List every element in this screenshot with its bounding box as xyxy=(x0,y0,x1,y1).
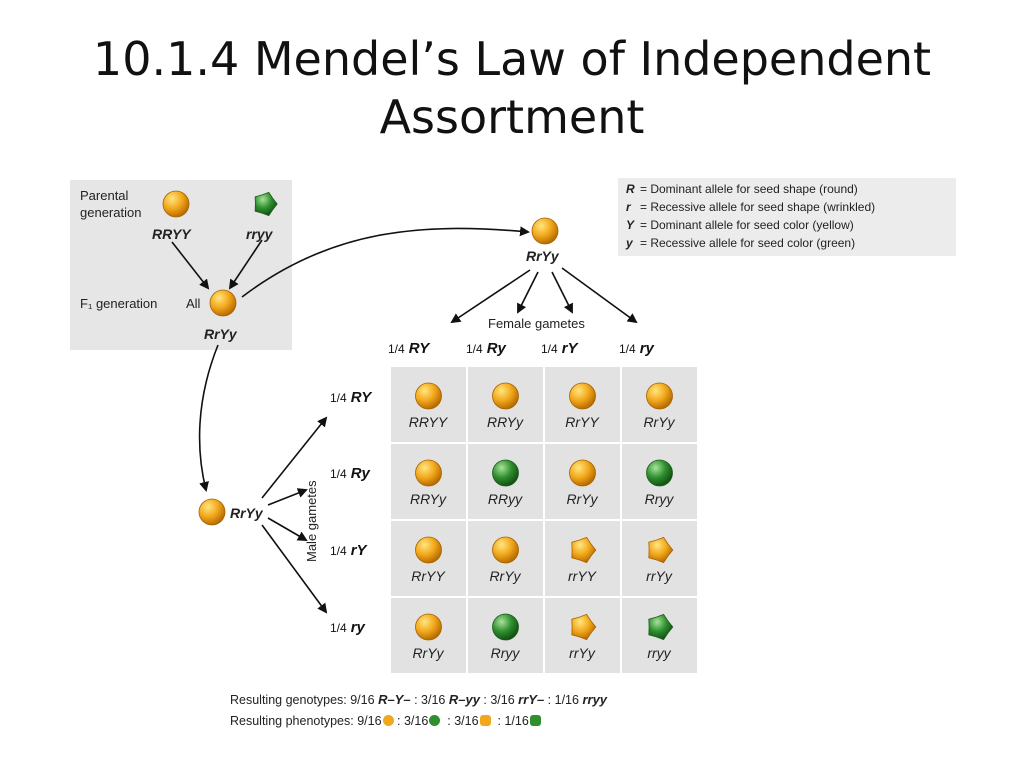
round-yellow-seed-icon xyxy=(531,217,559,245)
round-yellow-seed-icon xyxy=(198,498,226,526)
wrinkled-yellow-seed-icon xyxy=(571,613,597,641)
punnett-cell-genotype: RRYY xyxy=(408,414,448,430)
male-gametes-label: Male gametes xyxy=(304,480,319,562)
title-line-1: 10.1.4 Mendel’s Law of Independent xyxy=(92,32,932,86)
punnett-cell-genotype: RrYy xyxy=(643,414,675,430)
wrinkled-green-seed-icon xyxy=(529,715,541,726)
wrinkled-yellow-seed-icon xyxy=(648,536,674,564)
arrow-male-gamete xyxy=(267,517,308,542)
punnett-cell-genotype: rryy xyxy=(647,645,671,661)
wrinkled-yellow-seed-icon xyxy=(479,715,491,726)
legend-line: r= Recessive allele for seed shape (wrin… xyxy=(626,200,876,214)
female-gametes-label: Female gametes xyxy=(488,316,585,331)
punnett-cell-genotype: RrYY xyxy=(565,414,599,430)
punnett-cell-genotype: RrYy xyxy=(412,645,444,661)
round-green-seed-icon xyxy=(492,459,519,487)
round-yellow-seed-icon xyxy=(415,536,442,564)
punnett-cell-genotype: RrYy xyxy=(566,491,598,507)
wrinkled-green-seed-icon xyxy=(648,613,674,641)
round-yellow-seed-icon xyxy=(569,459,596,487)
round-yellow-seed-icon xyxy=(492,536,519,564)
round-yellow-seed-icon xyxy=(415,613,442,641)
wrinkled-yellow-seed-icon xyxy=(571,536,597,564)
punnett-cell-genotype: rrYY xyxy=(568,568,596,584)
punnett-cell-genotype: Rryy xyxy=(490,645,520,661)
f1-genotype: RrYy xyxy=(204,326,237,342)
round-yellow-seed-icon xyxy=(415,459,442,487)
round-yellow-seed-icon xyxy=(492,382,519,410)
resulting-phenotypes: Resulting phenotypes: 9/16 : 3/16 : 3/16… xyxy=(230,714,541,728)
arrow-male-gamete xyxy=(267,488,308,506)
punnett-cell-genotype: rrYy xyxy=(646,568,672,584)
arrow-f1-to-male xyxy=(198,344,219,492)
round-green-seed-icon xyxy=(429,715,441,726)
round-yellow-seed-icon xyxy=(382,715,394,726)
punnett-cell-genotype: RrYy xyxy=(489,568,521,584)
slide-title: 10.1.4 Mendel’s Law of Independent Assor… xyxy=(0,30,1024,146)
arrow-female-gamete xyxy=(450,269,531,324)
title-line-2: Assortment xyxy=(379,90,645,144)
f1-label: F₁ generation xyxy=(80,296,158,311)
male-parent-genotype: RrYy xyxy=(230,505,263,521)
punnett-cell-genotype: RRYy xyxy=(486,414,524,430)
f1-all-label: All xyxy=(186,296,201,311)
allele-legend: R= Dominant allele for seed shape (round… xyxy=(618,178,956,256)
punnett-cell-genotype: RRyy xyxy=(487,491,523,507)
female-parent-genotype: RrYy xyxy=(526,248,559,264)
round-yellow-seed-icon xyxy=(415,382,442,410)
arrow-female-gamete xyxy=(551,271,573,314)
round-yellow-seed-icon xyxy=(569,382,596,410)
arrow-female-gamete xyxy=(517,271,539,314)
punnett-cell-genotype: Rryy xyxy=(644,491,674,507)
legend-line: y= Recessive allele for seed color (gree… xyxy=(626,236,856,250)
resulting-genotypes: Resulting genotypes: 9/16 R–Y– : 3/16 R–… xyxy=(230,692,608,707)
punnett-cell-genotype: RRYy xyxy=(409,491,447,507)
parental-genotype-rryy-dominant: RRYY xyxy=(152,226,191,242)
punnett-square xyxy=(390,366,698,674)
round-green-seed-icon xyxy=(646,459,673,487)
round-yellow-seed-icon xyxy=(646,382,673,410)
round-green-seed-icon xyxy=(492,613,519,641)
punnett-cell-genotype: RrYY xyxy=(411,568,445,584)
legend-line: R= Dominant allele for seed shape (round… xyxy=(626,182,858,196)
parental-genotype-rryy-recessive: rryy xyxy=(246,226,273,242)
punnett-cell-genotype: rrYy xyxy=(569,645,595,661)
arrow-female-gamete xyxy=(561,267,638,324)
legend-line: Y= Dominant allele for seed color (yello… xyxy=(626,218,854,232)
